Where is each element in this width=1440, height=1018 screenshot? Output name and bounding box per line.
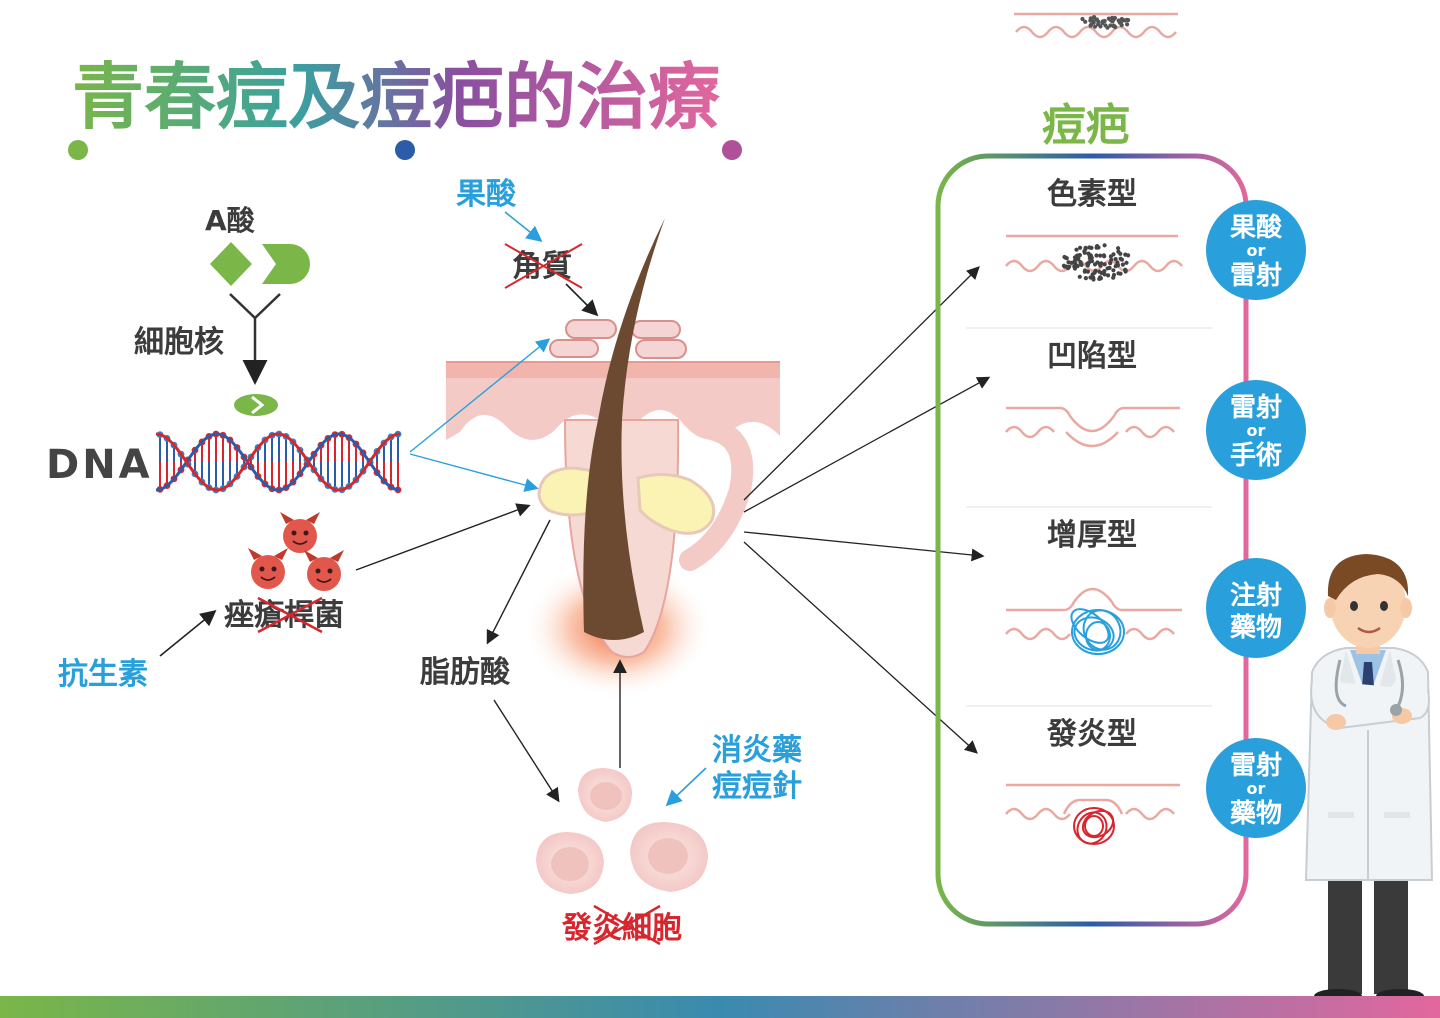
treatment-or-label: or [1247, 779, 1266, 798]
treatment-badge: 雷射 or 藥物 [1206, 738, 1306, 838]
title-underline [68, 140, 742, 160]
a-acid-molecule-icon [210, 242, 310, 286]
treatment-top-label: 果酸 [1230, 213, 1283, 243]
treatment-top-label: 注射 [1230, 580, 1282, 611]
depressed-scar-icon [1005, 406, 1180, 448]
treatment-bottom-label: 藥物 [1229, 613, 1282, 643]
anti-inflammatory-label-2: 痘痘針 [712, 769, 802, 804]
inflammatory-cells-icon [536, 768, 708, 894]
acne-bacteria-label: 痤瘡桿菌 [224, 598, 344, 633]
treatment-badge: 注射 藥物 [1206, 558, 1306, 658]
scar-type-name: 發炎型 [1046, 717, 1137, 752]
dna-to-gland-arrow [409, 453, 539, 492]
acne-bacteria-cross-icon [257, 596, 323, 634]
treatment-bottom-label: 藥物 [1229, 799, 1282, 829]
a-acid-label: A酸 [205, 204, 256, 237]
bottom-gradient-bar [0, 996, 1440, 1018]
treatment-or-label: or [1247, 241, 1266, 260]
scar-heading: 痘疤 [1042, 100, 1130, 151]
anti-inflammatory-arrow [665, 767, 707, 807]
fruit-acid-label: 果酸 [456, 177, 517, 212]
fruit-acid-arrow [504, 211, 543, 242]
antibiotics-arrow [159, 609, 217, 657]
doctor-icon [1304, 554, 1434, 1003]
hair-follicle-icon [537, 218, 754, 658]
treatment-bottom-label: 手術 [1230, 441, 1282, 471]
fatty-acid-label: 脂肪酸 [420, 655, 511, 690]
scar-arrows [743, 266, 991, 754]
dna-to-keratin-arrow [409, 338, 551, 453]
pigment-scar-icon [1005, 234, 1183, 282]
keratin-cross-icon [504, 243, 583, 289]
anti-inflammatory-label-1: 消炎藥 [712, 733, 802, 768]
dna-label: DNA [46, 442, 153, 488]
bound-molecule-icon [234, 394, 278, 416]
scar-type-name: 色素型 [1047, 177, 1137, 212]
keratin-flakes-icon [549, 319, 687, 359]
fatty-acid-to-cells-arrow [493, 699, 560, 803]
page-title: 青春痘及痘疤的治療 [72, 55, 720, 139]
treatment-or-label: or [1247, 421, 1266, 440]
hypertrophic-scar-icon [1005, 587, 1182, 655]
gland-to-fatty-acid-arrow [486, 519, 551, 645]
treatment-bottom-label: 雷射 [1230, 261, 1282, 291]
dna-helix-icon [155, 430, 402, 494]
keratin-arrow [565, 283, 599, 317]
inflammatory-scar-icon [1005, 783, 1180, 845]
inflammatory-cells-cross-icon [593, 904, 661, 946]
treatment-top-label: 雷射 [1230, 393, 1282, 423]
top-pigment-scar-icon [1014, 12, 1178, 39]
acne-bacteria-icon [248, 512, 344, 591]
treatment-badge: 果酸 or 雷射 [1206, 200, 1306, 300]
scar-type-name: 凹陷型 [1047, 339, 1137, 374]
treatment-badge: 雷射 or 手術 [1206, 380, 1306, 480]
bacteria-to-gland-arrow [355, 503, 531, 571]
scar-panel [935, 153, 1249, 927]
nucleus-label: 細胞核 [134, 325, 224, 360]
scar-dividers [966, 327, 1212, 707]
treatment-top-label: 雷射 [1230, 751, 1282, 781]
scar-type-name: 增厚型 [1047, 518, 1137, 553]
antibiotics-label: 抗生素 [58, 657, 148, 692]
receptor-icon [229, 293, 281, 385]
